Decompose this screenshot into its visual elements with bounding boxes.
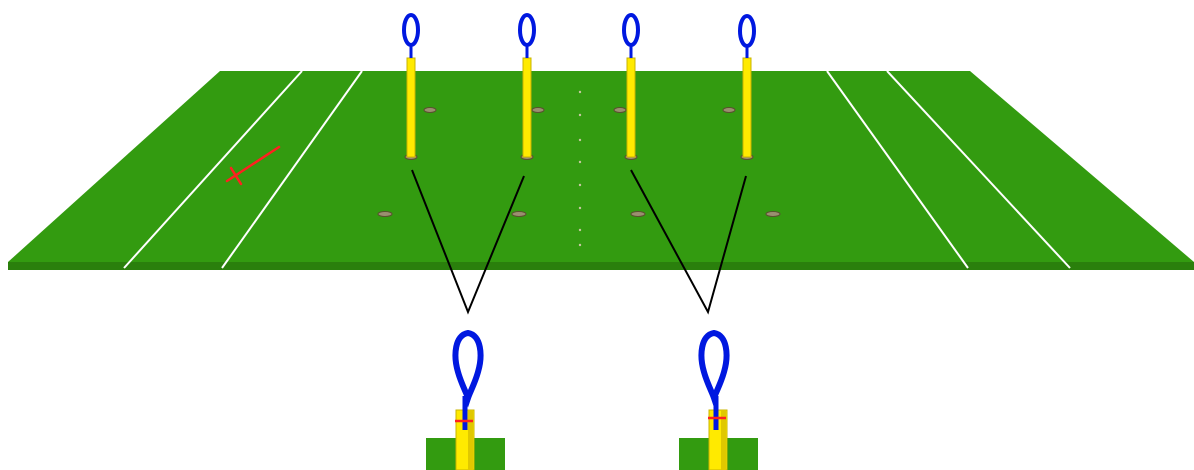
hoop-ring-icon <box>452 329 484 408</box>
goal-post-icon <box>406 57 416 158</box>
goal-post-2 <box>518 13 536 158</box>
post-shade <box>721 410 726 470</box>
goal-post-icon <box>626 57 636 158</box>
hoop-ring-icon <box>518 13 536 47</box>
goal-post-1 <box>402 13 420 158</box>
post-shade <box>468 410 473 470</box>
detail-view-2 <box>679 329 758 470</box>
left-inner-line <box>221 70 363 269</box>
goal-post-3 <box>622 13 640 158</box>
connector-right <box>630 169 747 315</box>
x-mark-icon <box>225 145 281 186</box>
pitch <box>8 71 1194 262</box>
hoop-ring-icon <box>698 329 730 408</box>
connector-lines <box>411 169 747 315</box>
left-outer-line <box>123 70 303 269</box>
hoop-ring-icon <box>738 14 756 48</box>
goal-post-icon <box>522 57 532 158</box>
pitch-lines <box>123 70 1071 269</box>
detail-view-1 <box>426 329 505 470</box>
pitch-front-edge <box>8 262 1194 270</box>
center-dotted-line <box>578 90 582 247</box>
hoop-ring-icon <box>622 13 640 47</box>
goal-post-4 <box>738 14 756 158</box>
connector-left <box>411 169 525 315</box>
right-outer-line <box>886 70 1071 269</box>
right-inner-line <box>826 70 969 269</box>
goal-post-icon <box>742 57 752 158</box>
hoop-ring-icon <box>402 13 420 47</box>
